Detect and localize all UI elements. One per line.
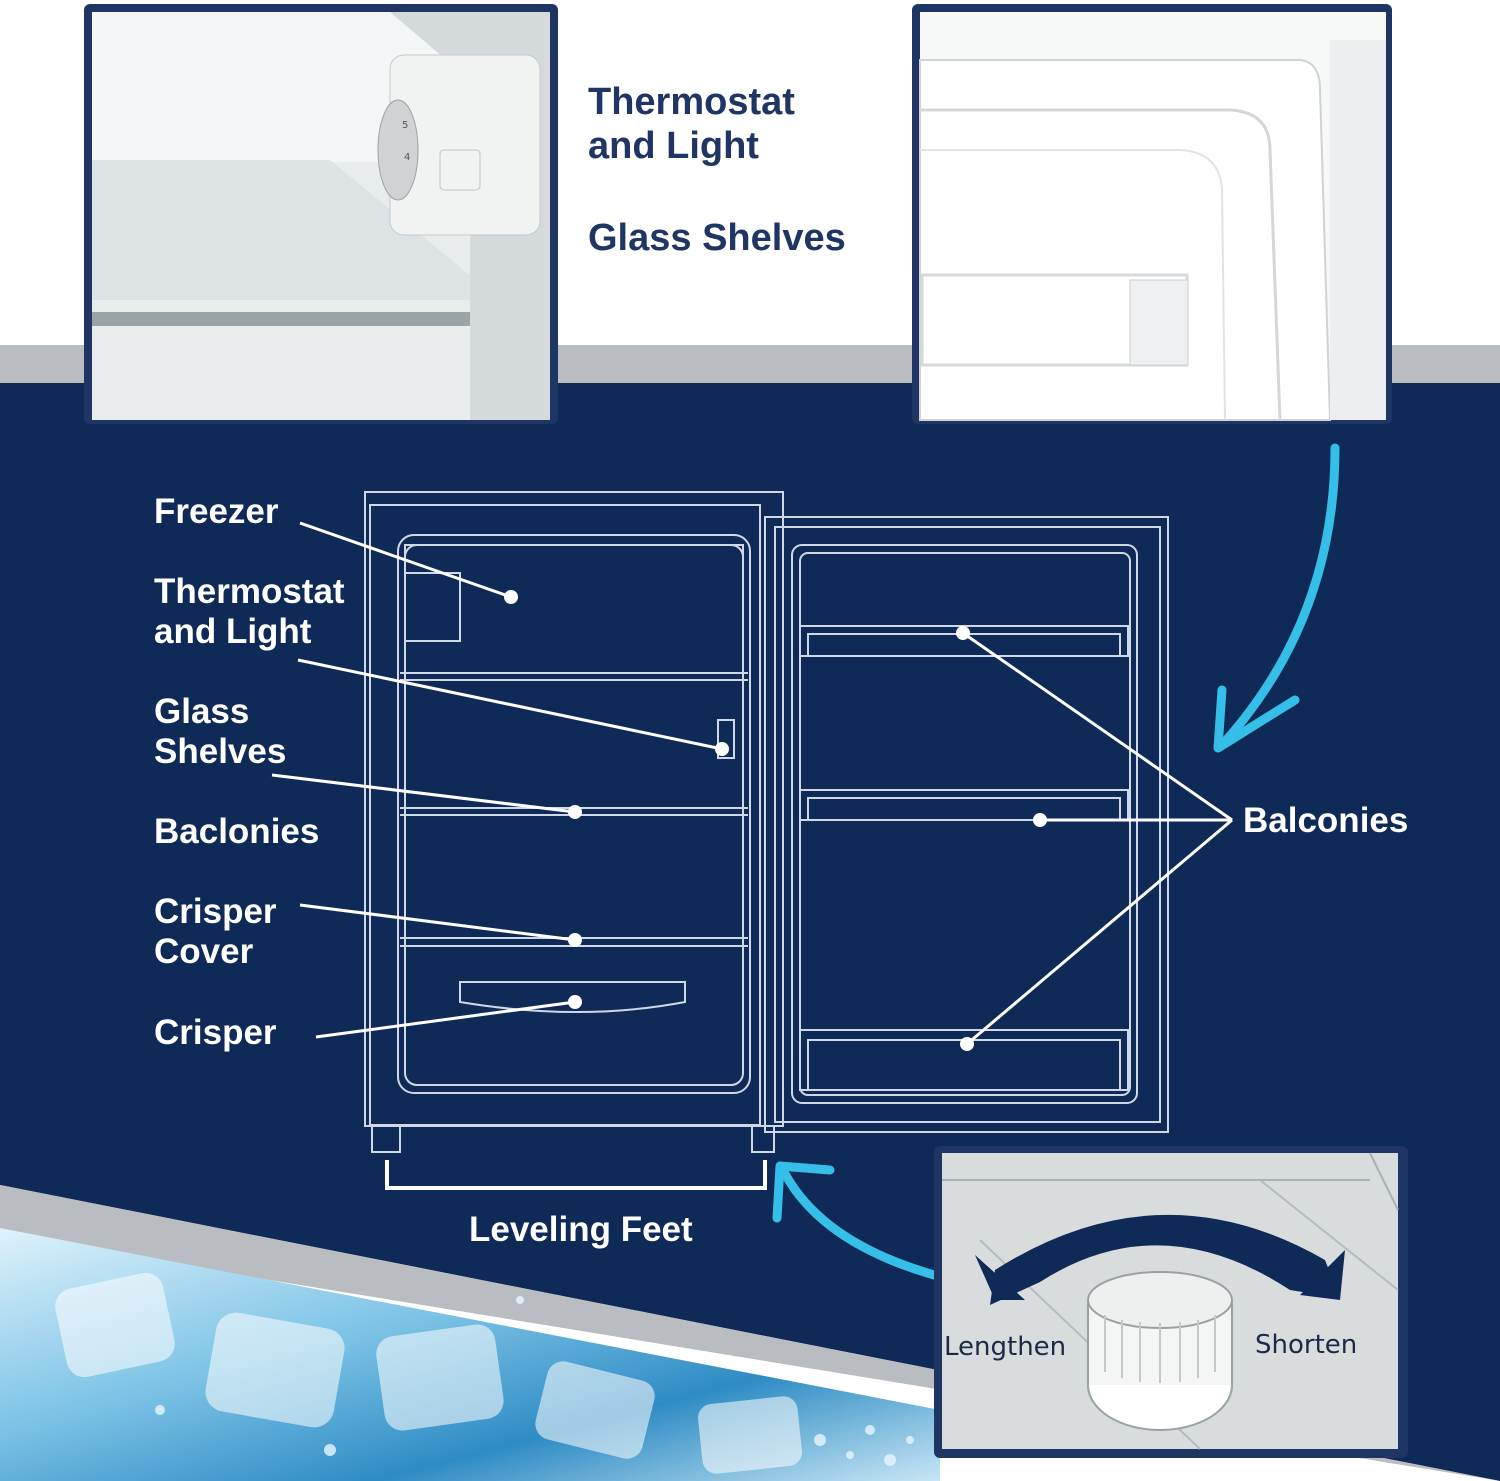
- label-glass-shelves: Glass Shelves: [154, 692, 287, 771]
- dot-balcony-3: [960, 1037, 974, 1051]
- dial-mark-4: 4: [404, 152, 410, 163]
- label-crisper: Crisper: [154, 1013, 277, 1052]
- water-droplets: [155, 1296, 914, 1466]
- label-crisper-cover: Crisper Cover: [154, 892, 277, 971]
- dial-mark-5: 5: [402, 120, 408, 131]
- double-headed-curved-arrow-icon: [975, 1214, 1345, 1305]
- top-label-glass-shelves: Glass Shelves: [588, 217, 846, 259]
- curved-arrow-icon: [1213, 443, 1340, 753]
- dot-freezer: [504, 590, 518, 604]
- top-label-thermostat: Thermostat and Light: [588, 81, 795, 167]
- label-shorten: Shorten: [1255, 1330, 1358, 1360]
- label-balconies: Balconies: [1243, 801, 1409, 840]
- leader-balcony-3: [966, 818, 1233, 1046]
- label-lengthen: Lengthen: [944, 1332, 1067, 1362]
- leader-glass-shelves: [271, 773, 576, 814]
- leader-thermostat: [297, 658, 723, 751]
- leader-crisper: [315, 1000, 576, 1039]
- dot-balcony-1: [956, 626, 970, 640]
- curved-arrow-icon: [772, 1161, 950, 1283]
- fridge-door: [764, 516, 1169, 1133]
- leader-balcony-1: [962, 631, 1233, 822]
- leader-freezer: [299, 521, 512, 599]
- leader-crisper-cover: [299, 903, 576, 942]
- dot-balcony-2: [1033, 813, 1047, 827]
- label-baclonies: Baclonies: [154, 812, 320, 851]
- label-thermostat-light: Thermostat and Light: [154, 572, 345, 651]
- dot-crisper-cover: [568, 933, 582, 947]
- right-foot: [751, 1125, 775, 1153]
- leveling-foot-knob: [1087, 1271, 1233, 1431]
- label-leveling-feet: Leveling Feet: [469, 1210, 693, 1249]
- dot-glass-shelves: [568, 805, 582, 819]
- dot-thermostat: [715, 742, 729, 756]
- label-freezer: Freezer: [154, 492, 279, 531]
- ice-cubes: [55, 1272, 802, 1474]
- left-foot: [371, 1125, 401, 1153]
- dot-crisper: [568, 995, 582, 1009]
